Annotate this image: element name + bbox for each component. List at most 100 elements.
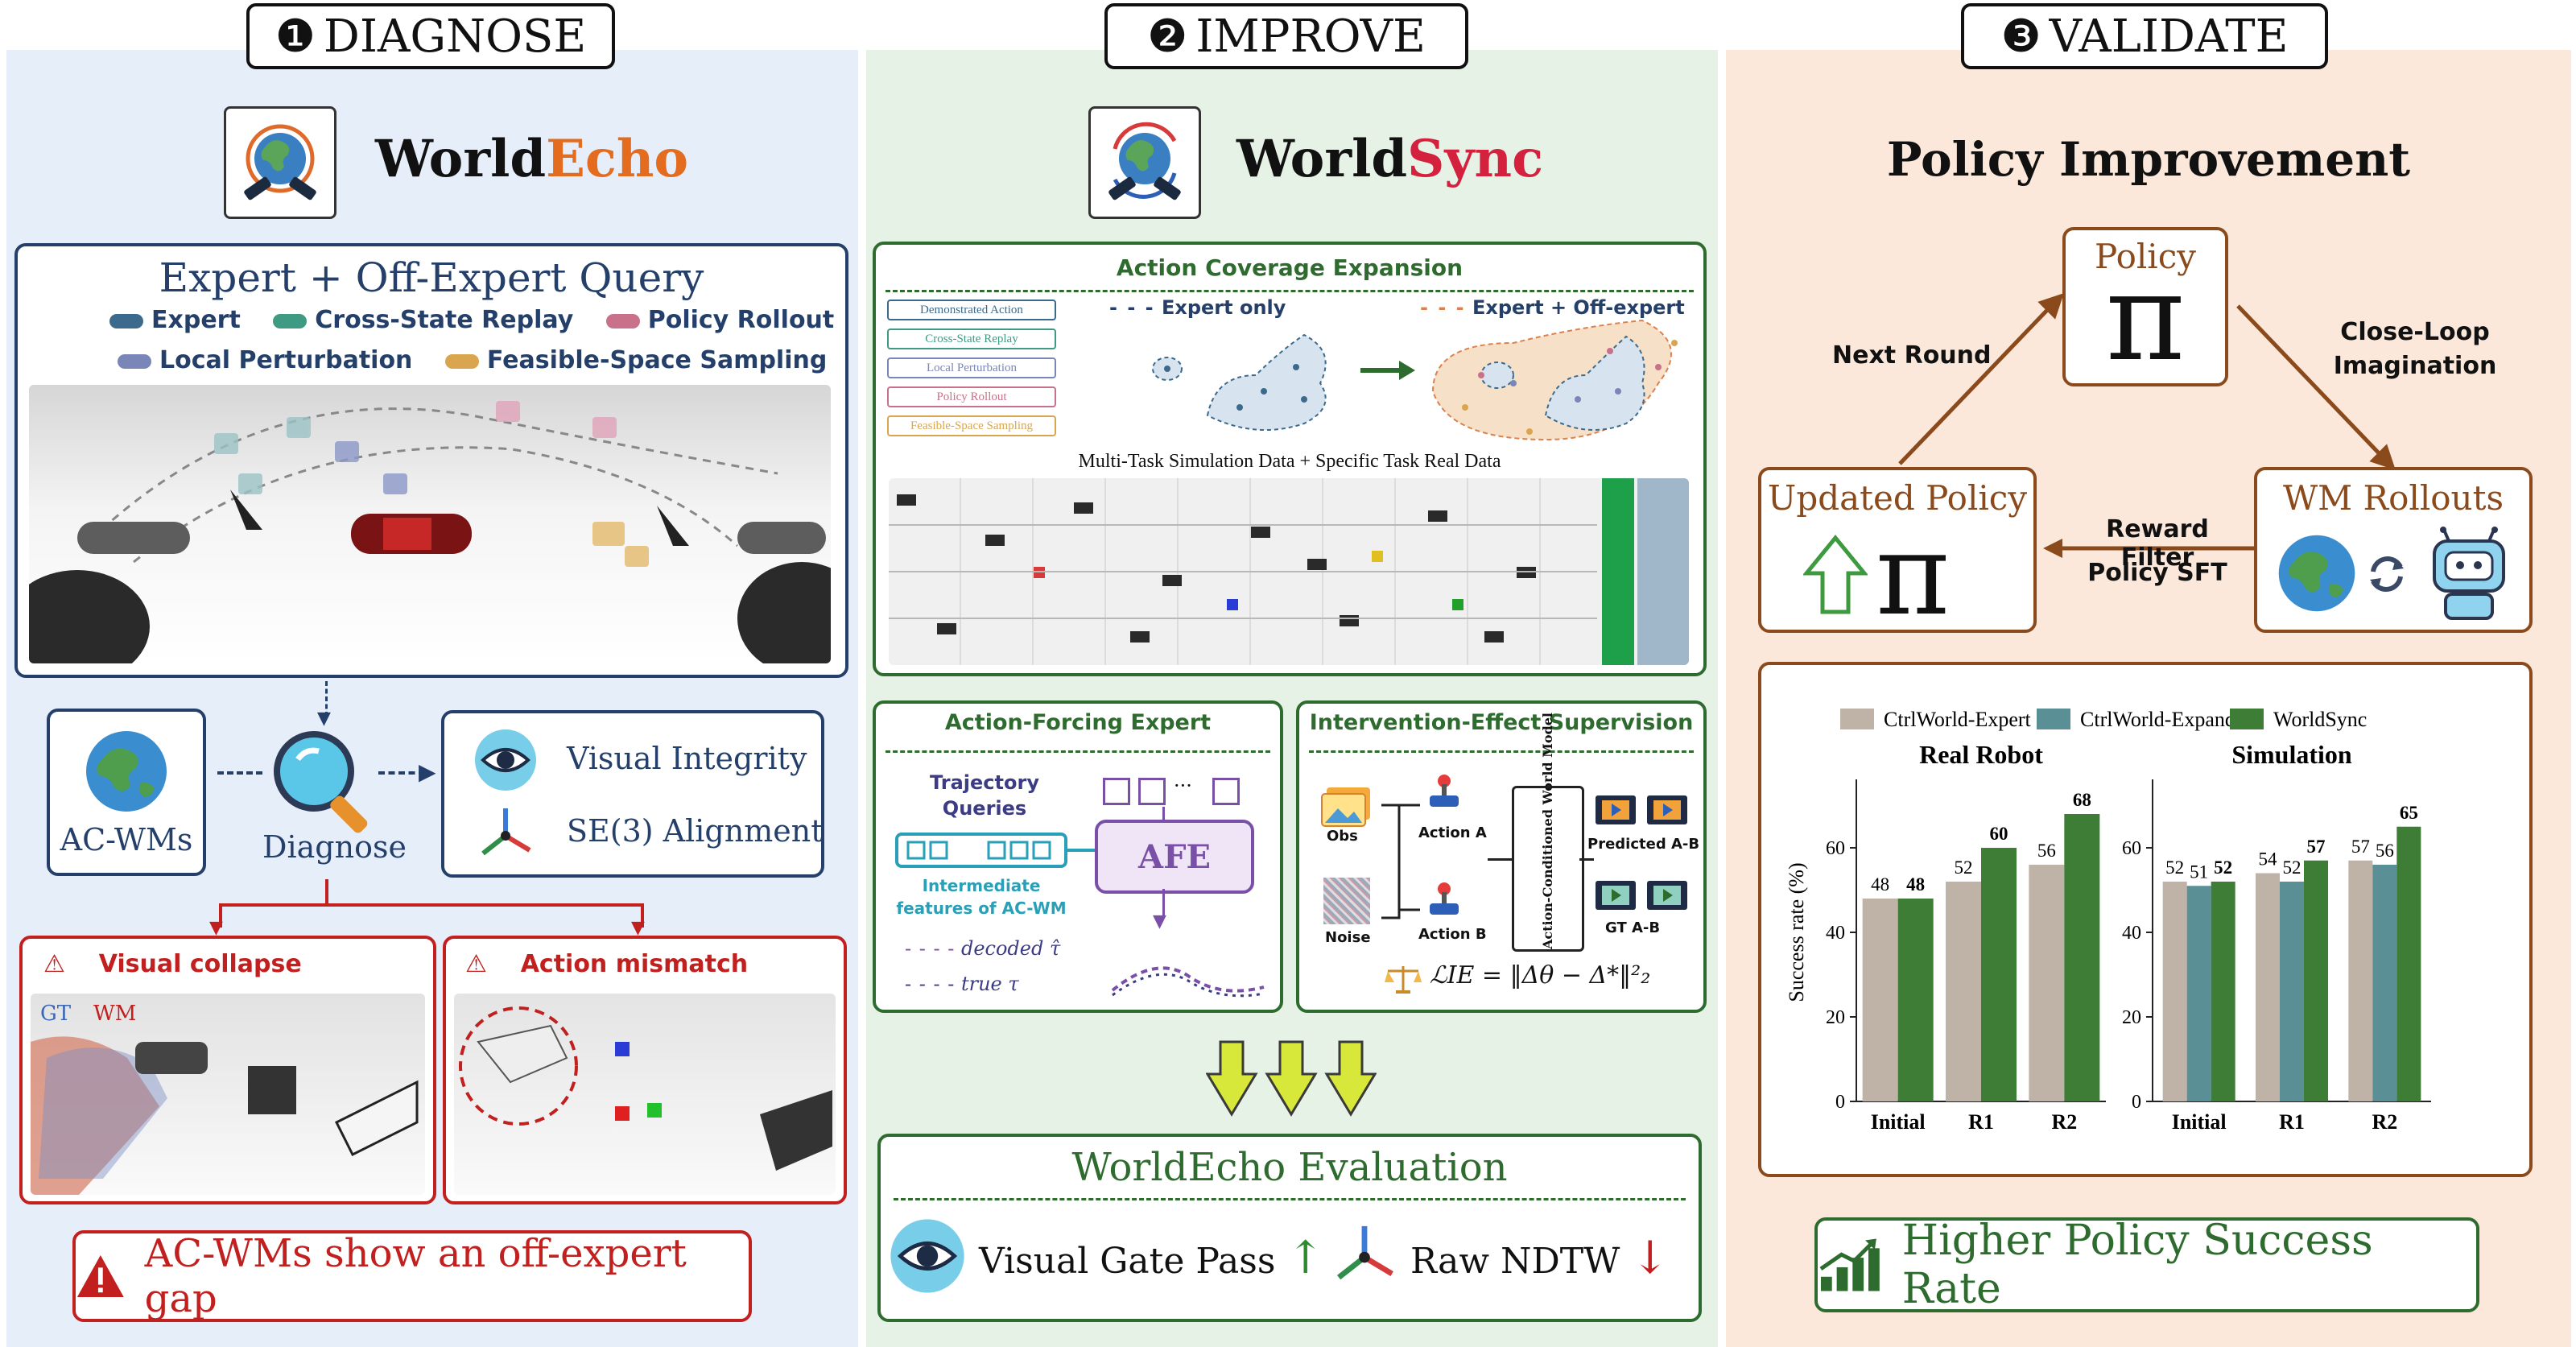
updated-policy-box — [1758, 467, 2037, 633]
cycle-arrows — [1898, 293, 2396, 470]
arrow-head-down: ▼ — [209, 918, 223, 938]
eye-icon — [890, 1219, 964, 1293]
warning-icon — [76, 1254, 124, 1298]
gap-banner: AC-WMs show an off-expert gap — [72, 1230, 752, 1322]
check-se3-alignment: SE(3) Alignment — [567, 813, 824, 849]
globe-sync-icon — [1108, 122, 1181, 200]
bar — [1946, 882, 1981, 1101]
bar — [2029, 865, 2065, 1101]
se3-axes-icon — [481, 808, 531, 856]
query-legend: Expert Cross-State Replay Policy Rollout — [109, 306, 834, 334]
pi-symbol: π — [1876, 510, 1951, 641]
data-label: 48 — [1906, 874, 1925, 895]
query-token — [1103, 778, 1130, 805]
coverage-title: Action Coverage Expansion — [1116, 254, 1463, 281]
stage-diagnose-header: ❶ DIAGNOSE — [246, 3, 615, 69]
legend-swatch — [118, 353, 151, 369]
x-tick-label: R1 — [2279, 1110, 2305, 1134]
globe-robot-icon — [244, 124, 316, 200]
dash-arrow-left — [217, 771, 262, 775]
policy-box — [2062, 227, 2228, 386]
decoded-legend: - - - - decoded τ̂ — [905, 937, 1061, 960]
action-mismatch-image — [454, 994, 836, 1195]
stage-label: DIAGNOSE — [323, 10, 587, 63]
divider — [886, 290, 1694, 292]
data-label: 57 — [2351, 837, 2370, 857]
legend-label: Local Perturbation — [159, 346, 413, 374]
bar — [2348, 860, 2373, 1101]
y-tick-label: 0 — [2132, 1092, 2141, 1113]
legend-item: Expert — [109, 306, 241, 334]
legend-swatch — [2037, 709, 2070, 729]
y-tick-label: 60 — [1826, 838, 1845, 859]
branch-stem — [325, 879, 328, 905]
divider — [894, 1198, 1686, 1200]
x-tick-label: Initial — [1871, 1110, 1926, 1134]
stage-validate-header: ❸ VALIDATE — [1961, 3, 2328, 69]
legend-swatch — [273, 313, 308, 328]
close-loop-line: Imagination — [2333, 352, 2497, 380]
eval-panel — [877, 1134, 1702, 1322]
close-loop-label: Close-Loop Imagination — [2318, 316, 2512, 383]
worldecho-logo — [224, 106, 336, 219]
eval-label: Raw NDTW — [1410, 1241, 1620, 1282]
data-label: 52 — [2165, 857, 2184, 878]
y-tick-label: 20 — [2122, 1007, 2141, 1028]
acwm-block: Action-Conditioned World Model — [1512, 712, 1584, 952]
query-token — [1212, 778, 1240, 805]
trajectory-illustration — [29, 401, 831, 663]
predicted-frames-icon — [1596, 795, 1687, 824]
worldecho-title: WorldEcho — [375, 129, 688, 189]
worldsync-logo — [1088, 106, 1201, 219]
down-dash-arrow — [325, 681, 328, 717]
data-label: 57 — [2307, 837, 2326, 857]
intermediate-features-label: Intermediate features of AC-WM — [896, 876, 1067, 918]
legend-label: WorldSync — [2273, 708, 2367, 731]
legend-swatch — [1840, 709, 1874, 729]
visual-collapse-title: ⚠ Visual collapse — [43, 950, 302, 978]
legend-label: Feasible-Space Sampling — [486, 346, 828, 374]
source-feasible-space: Feasible-Space Sampling — [887, 415, 1056, 436]
failure-title: Action mismatch — [520, 950, 749, 978]
wm-rollouts-label: WM Rollouts — [2282, 478, 2504, 518]
bar — [2304, 860, 2328, 1101]
divider — [1309, 750, 1694, 753]
afe-output-line — [1162, 889, 1165, 918]
logo-text-accent: Echo — [546, 129, 689, 189]
legend-label: Policy Rollout — [647, 306, 835, 334]
feature-cells — [906, 841, 1051, 860]
image-icon — [1321, 787, 1370, 827]
bar — [1981, 848, 2017, 1101]
stage-label: VALIDATE — [2049, 10, 2289, 63]
policy-sft-label: Policy SFT — [2087, 559, 2227, 587]
data-label: 65 — [2400, 803, 2418, 823]
arrow-head-down: ▼ — [631, 918, 645, 938]
bar — [1897, 899, 1934, 1101]
x-tick-label: Initial — [2172, 1110, 2227, 1134]
expert-off-label: - - - Expert + Off-expert — [1420, 296, 1685, 319]
legend-label: CtrlWorld-Expert — [1884, 708, 2032, 731]
acwm-box: AC-WMs — [47, 709, 206, 876]
y-tick-label: 60 — [2122, 838, 2141, 859]
branch-left — [219, 903, 222, 928]
next-round-label: Next Round — [1832, 341, 1992, 370]
bar-growth-icon — [1819, 1238, 1880, 1291]
magnifier-icon — [274, 731, 368, 833]
source-cross-state: Cross-State Replay — [887, 328, 1056, 349]
legend-swatch — [109, 313, 143, 328]
logo-text-black: World — [375, 129, 547, 189]
acwm-block-label: Action-Conditioned World Model — [1540, 712, 1555, 949]
panel-title: Simulation — [2231, 740, 2352, 769]
feature-connector — [1067, 849, 1113, 852]
bar — [1862, 899, 1898, 1101]
legend-swatch — [444, 353, 479, 369]
ie-loss-formula: ℒIE = ‖Δθ − Δ*‖²₂ — [1430, 961, 1651, 990]
data-mosaic-image — [889, 478, 1689, 665]
true-legend: - - - - true τ — [905, 973, 1019, 995]
y-tick-label: 20 — [1826, 1007, 1845, 1028]
banner-text: Higher Policy Success Rate — [1901, 1217, 2373, 1313]
gap-message: AC-WMs show an off-expert gap — [144, 1231, 687, 1321]
stage-number: ❸ — [2000, 10, 2041, 63]
x-tick-label: R2 — [2372, 1110, 2397, 1134]
y-tick-label: 0 — [1835, 1092, 1845, 1113]
